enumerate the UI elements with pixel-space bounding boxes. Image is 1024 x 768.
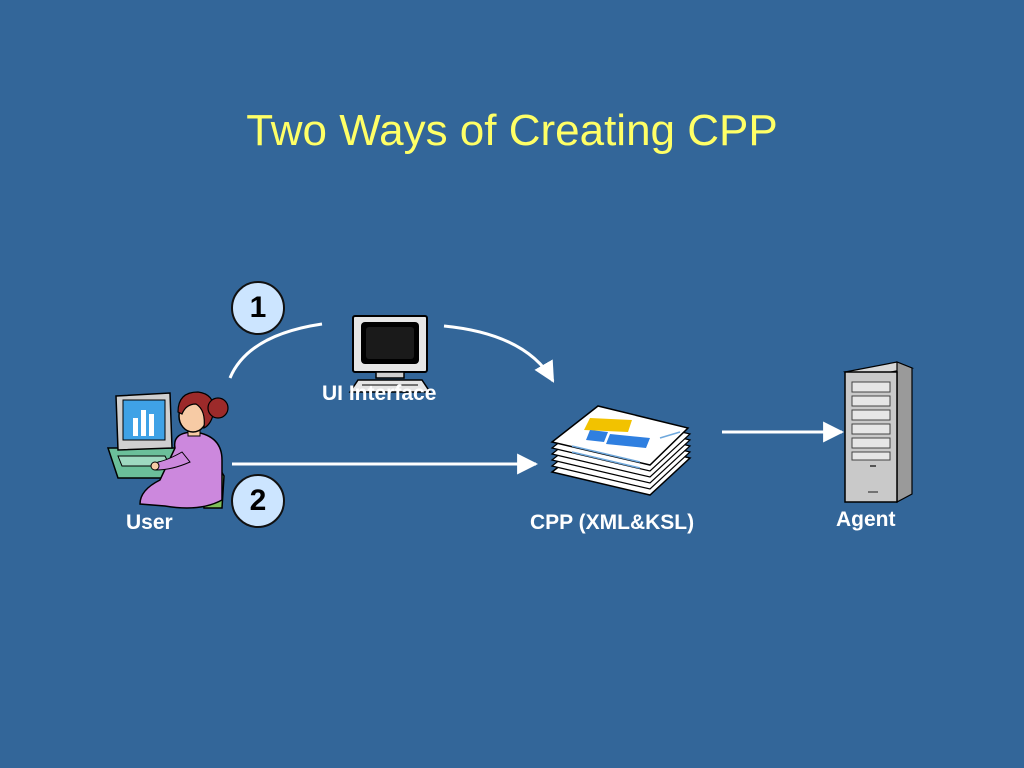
cpp-label: CPP (XML&KSL) <box>530 511 695 534</box>
arrow-ui-to-cpp <box>443 324 555 383</box>
user-label: User <box>126 511 173 534</box>
slide-title: Two Ways of Creating CPP <box>246 106 778 155</box>
agent-label: Agent <box>836 508 896 531</box>
step-2-badge: 2 <box>231 474 285 528</box>
arc-user-to-ui <box>228 322 323 379</box>
step-1-badge: 1 <box>231 281 285 335</box>
ui-interface-label: UI Interface <box>322 382 437 405</box>
